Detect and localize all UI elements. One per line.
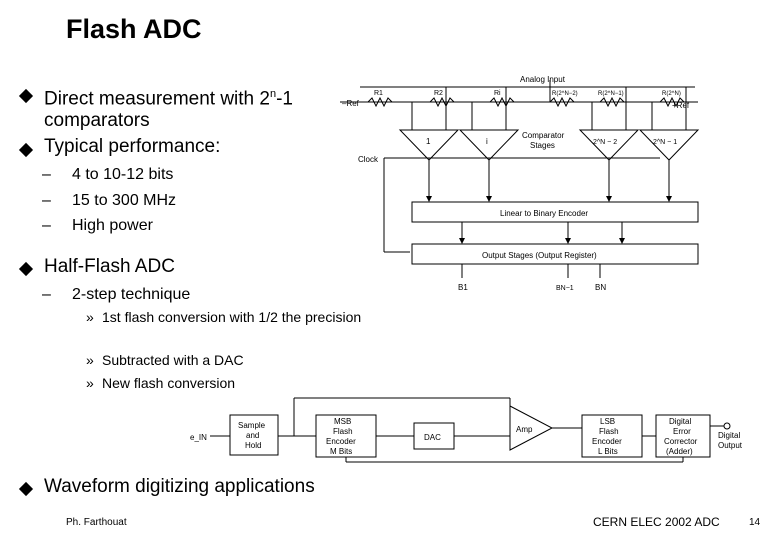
bullet-typical-performance: Typical performance:	[44, 136, 221, 157]
digital-output-label: Digital	[718, 431, 740, 440]
corrector-label: Error	[673, 427, 691, 436]
msb-encoder-label: Encoder	[326, 437, 356, 446]
sample-hold-label: Sample	[238, 421, 266, 430]
resistor-label: R1	[374, 90, 383, 97]
output-bit-label: BN−1	[556, 285, 574, 292]
corrector-label: Corrector	[664, 437, 698, 446]
bullet-waveform: Waveform digitizing applications	[44, 476, 315, 497]
comparator-stages-label: Stages	[530, 141, 555, 150]
resistor-label: R(2^N)	[662, 91, 681, 97]
clock-label: Clock	[358, 155, 379, 164]
lsb-encoder-label: L Bits	[598, 447, 618, 456]
sample-hold-label: and	[246, 431, 259, 440]
footer-author: Ph. Farthouat	[66, 517, 127, 528]
comparator-stages-label: Comparator	[522, 131, 565, 140]
corrector-label: Digital	[669, 417, 691, 426]
bullet-diamond-icon	[18, 88, 34, 104]
resistor-label: Ri	[494, 90, 501, 97]
dac-label: DAC	[424, 433, 441, 442]
footer-page-number: 14	[749, 517, 761, 528]
plus-ref-label: +Ref	[672, 101, 690, 110]
bullet-half-flash: Half-Flash ADC	[44, 256, 175, 277]
lsb-encoder-label: LSB	[600, 417, 615, 426]
minus-ref-label: –Ref	[342, 99, 360, 108]
output-bit-label: BN	[595, 283, 606, 292]
bullet-diamond-icon	[18, 481, 34, 497]
corrector-label: (Adder)	[666, 447, 693, 456]
slide-title: Flash ADC	[66, 14, 202, 44]
half-flash-diagram: e_IN Sample and Hold MSB Flash Encoder M…	[190, 397, 743, 463]
analog-input-label: Analog Input	[520, 75, 566, 84]
resistor-label: R(2^N−1)	[598, 91, 624, 97]
msb-encoder-label: Flash	[333, 427, 353, 436]
encoder-label: Linear to Binary Encoder	[500, 209, 588, 218]
comparator-label: 2^N − 2	[593, 139, 617, 146]
bullet-diamond-icon	[18, 261, 34, 277]
comparator-label: i	[486, 137, 488, 146]
output-register-label: Output Stages (Output Register)	[482, 251, 597, 260]
resistor-label: R(2^N−2)	[552, 91, 578, 97]
lsb-encoder-label: Encoder	[592, 437, 622, 446]
sample-hold-label: Hold	[245, 441, 261, 450]
ein-label: e_IN	[190, 433, 207, 442]
amp-label: Amp	[516, 425, 533, 434]
flash-adc-diagram: Analog Input –Ref +Ref R1 R2 Ri R(2^N−2)…	[340, 75, 700, 292]
comparator-label: 1	[426, 137, 431, 146]
comparator-label: 2^N − 1	[653, 139, 677, 146]
output-bit-label: B1	[458, 283, 468, 292]
msb-encoder-label: M Bits	[330, 447, 352, 456]
msb-encoder-label: MSB	[334, 417, 351, 426]
bullet-diamond-icon	[18, 142, 34, 158]
digital-output-label: Output	[718, 441, 743, 450]
resistor-label: R2	[434, 90, 443, 97]
footer-event: CERN ELEC 2002 ADC	[593, 515, 720, 529]
lsb-encoder-label: Flash	[599, 427, 619, 436]
bullet-direct-measurement: Direct measurement with 2n-1 comparators	[44, 88, 293, 132]
